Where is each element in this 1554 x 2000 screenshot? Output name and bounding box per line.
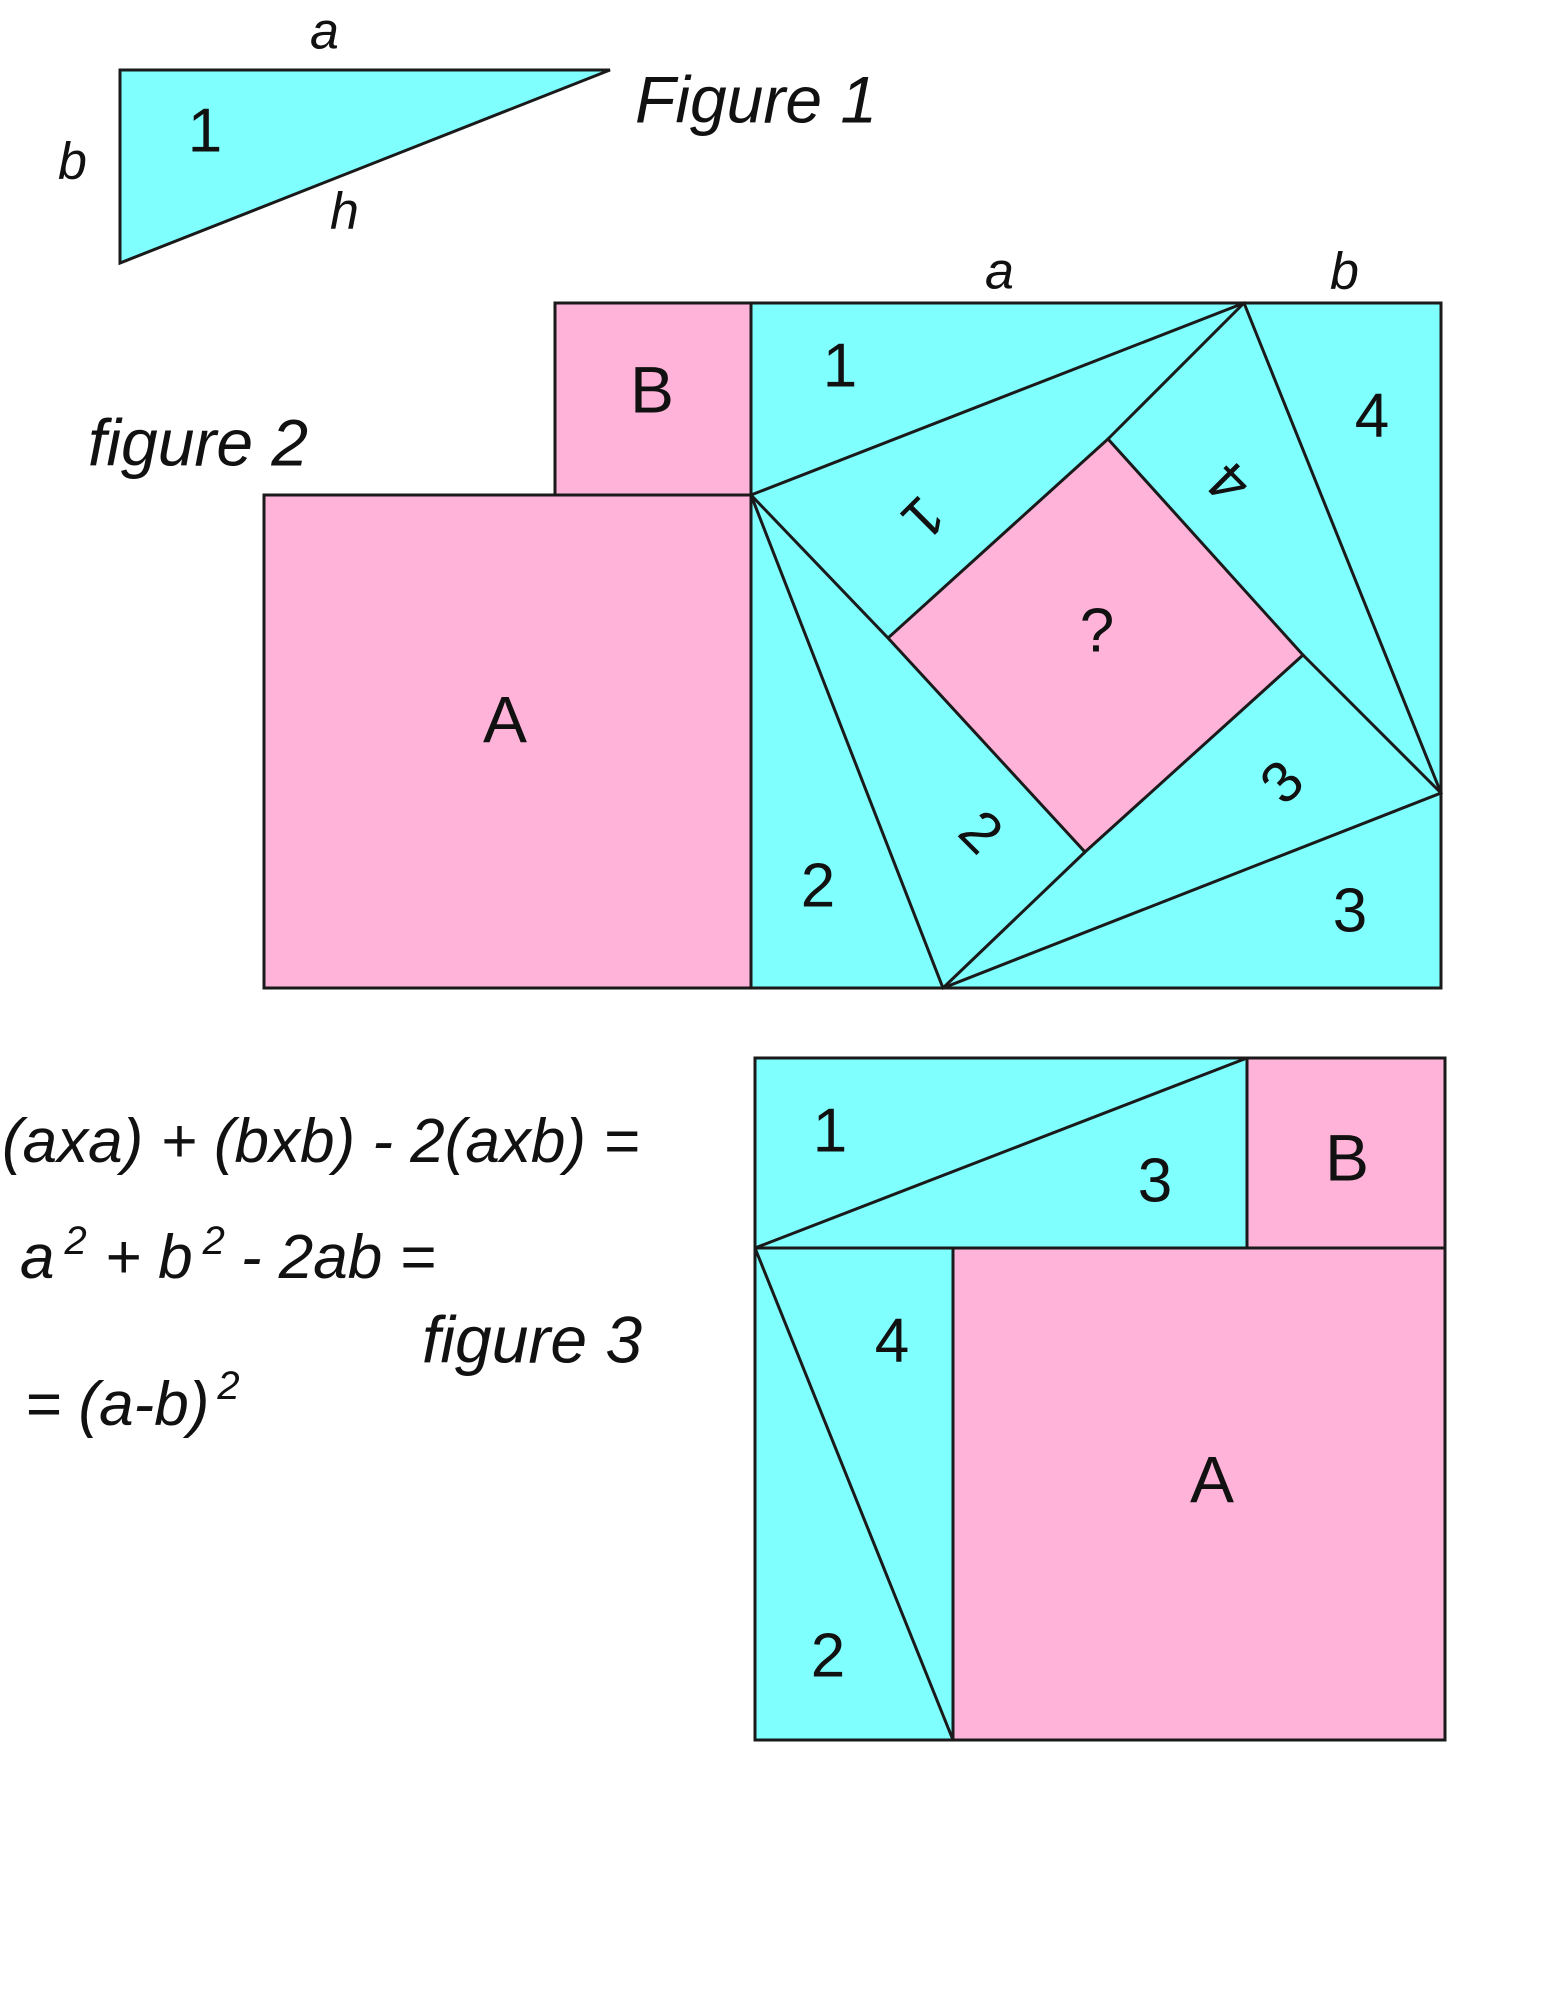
- fig3-square-A: [951, 1246, 1447, 1742]
- fig1-triangle-label: 1: [188, 96, 222, 165]
- fig3-square-B-label: B: [1325, 1120, 1369, 1194]
- fig2-square-B: [553, 301, 753, 497]
- eq2-mid: + b: [105, 1223, 193, 1292]
- fig1-triangle: [118, 68, 611, 266]
- fig2-square-B-label: B: [630, 352, 674, 426]
- eq2-sup1: 2: [63, 1219, 86, 1263]
- fig2-center-label: ?: [1080, 596, 1114, 665]
- figure-3: 1 3 4 2 B A figure 3: [422, 1056, 1447, 1742]
- eq2-sup2: 2: [202, 1219, 225, 1263]
- fig3-label-3: 3: [1138, 1146, 1172, 1215]
- fig3-title: figure 3: [422, 1302, 642, 1376]
- figure-2: B A ? a b figure 2 1 4 2 3 1 4 2 3: [88, 243, 1443, 990]
- fig3-left-diagonal: [753, 1247, 955, 1741]
- equation-line-3: = (a-b)2: [25, 1364, 240, 1439]
- fig3-label-4: 4: [875, 1306, 909, 1375]
- fig2-inner-edge: [749, 493, 890, 640]
- fig2-outer-label-3: 3: [1333, 876, 1367, 945]
- eq2-end: - 2ab =: [241, 1223, 436, 1292]
- fig2-inner-edge: [1106, 301, 1246, 441]
- eq3-sup: 2: [216, 1364, 239, 1408]
- fig2-top-b: b: [1330, 243, 1359, 301]
- fig2-inner-triangle-edges: [749, 301, 1443, 990]
- fig1-title: Figure 1: [635, 62, 877, 136]
- fig2-inner-edge: [941, 850, 1087, 990]
- eq2-a: a: [20, 1223, 54, 1292]
- fig2-outer-label-4: 4: [1355, 381, 1389, 450]
- fig2-title: figure 2: [88, 405, 308, 479]
- fig2-square-A-label: A: [483, 682, 527, 756]
- fig3-label-1: 1: [813, 1096, 847, 1165]
- fig2-top-a: a: [985, 243, 1014, 301]
- fig3-label-2: 2: [811, 1621, 845, 1690]
- fig2-inner-edge: [1301, 653, 1443, 795]
- fig2-outer-label-1: 1: [823, 331, 857, 400]
- fig1-side-h: h: [330, 183, 359, 241]
- fig1-side-a: a: [310, 3, 339, 61]
- fig1-side-b: b: [58, 133, 87, 191]
- eq3-main: = (a-b): [25, 1370, 209, 1439]
- fig3-top-diagonal: [754, 1056, 1248, 1250]
- fig3-square-A-label: A: [1190, 1442, 1234, 1516]
- figure-1: 1 a b h Figure 1: [58, 3, 877, 266]
- fig2-outer-label-2: 2: [801, 851, 835, 920]
- equation-line-1: (axa) + (bxb) - 2(axb) =: [2, 1107, 639, 1176]
